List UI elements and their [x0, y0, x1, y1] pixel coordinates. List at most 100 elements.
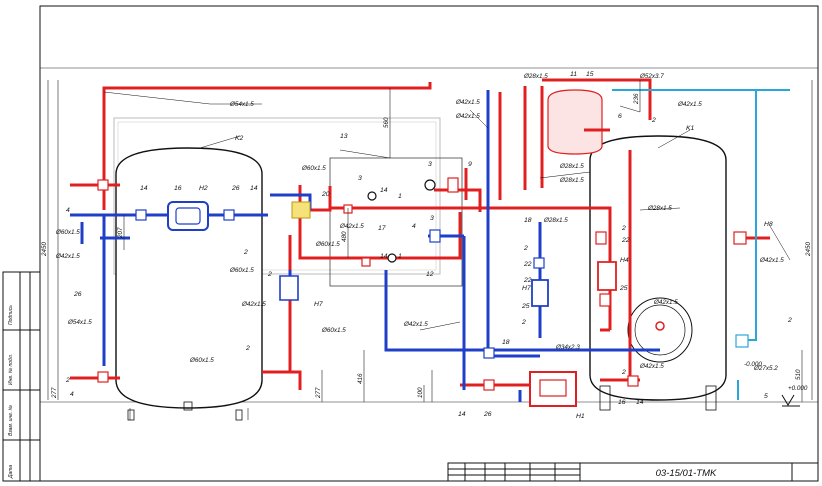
tank-k2: [115, 147, 263, 421]
dimension-text: 2450: [805, 241, 812, 257]
callout: 18: [502, 339, 510, 346]
callout: 22: [523, 261, 532, 268]
pump-h4: [597, 261, 617, 291]
tank-label: K1: [686, 125, 695, 132]
pipe-label: Ø28x1.5: [543, 217, 568, 224]
pump-h7: [279, 275, 549, 307]
pipe-label: Ø42x1.5: [403, 321, 428, 328]
elevation-label: +0.000: [788, 385, 808, 392]
pipe-label: Ø52x3.7: [639, 73, 664, 80]
drawing-code: 03-15/01-TMK: [656, 468, 717, 479]
dimension-text: 236: [633, 93, 640, 105]
leader-lines: [103, 91, 791, 331]
callout: 22: [621, 237, 630, 244]
side-label: Инв. № подл.: [8, 354, 14, 385]
side-label: Взам. инв. №: [8, 404, 14, 436]
dimension-text: 2450: [41, 241, 48, 257]
elevation-label-2: -0.000: [744, 361, 762, 368]
dimension-text: 510: [795, 369, 802, 380]
callout: 22: [523, 277, 532, 284]
callout: 2: [651, 117, 656, 124]
pipe-label: Ø60x1.5: [189, 357, 214, 364]
pump-h1: [529, 371, 577, 407]
callout: 3: [358, 175, 362, 182]
pipe-label: Ø28x1.5: [647, 205, 672, 212]
callout: 14: [380, 187, 388, 194]
pipe-label: Ø54x1.5: [67, 319, 92, 326]
callout: 25: [521, 303, 530, 310]
pipe-label: Ø42x1.5: [55, 253, 80, 260]
callout: 14: [250, 185, 258, 192]
callout: 2: [621, 369, 626, 376]
callout: 9: [468, 161, 472, 168]
callout: 20: [321, 191, 330, 198]
pipe-label: Ø42x1.5: [677, 101, 702, 108]
callout: 13: [340, 133, 348, 140]
callout: 2: [245, 345, 250, 352]
pipe-label: Ø42x1.5: [241, 301, 266, 308]
callout: 25: [619, 285, 628, 292]
pipe-label: Ø60x1.5: [301, 165, 326, 172]
expansion-vessel: [547, 89, 603, 155]
callout: 3: [428, 161, 432, 168]
callout: 26: [73, 291, 82, 298]
callout: 26: [483, 411, 492, 418]
callout: 1: [398, 193, 402, 200]
pipe-label: Ø60x1.5: [55, 229, 80, 236]
dimension-lines: 2450 207 277 560 480 2450 416 277 510 23…: [41, 80, 813, 402]
callout: 18: [524, 217, 532, 224]
callout: 26: [231, 185, 240, 192]
elevation-marks: +0.000 -0.000: [744, 361, 808, 407]
cold-pipes: [70, 90, 660, 402]
callout: 4: [66, 207, 70, 214]
equipment-label: H1: [576, 413, 585, 420]
equipment-label: H7: [522, 285, 531, 292]
callout: 16: [618, 399, 626, 406]
callout: 14: [140, 185, 148, 192]
callout: 2: [243, 249, 248, 256]
pipe-label: Ø42x1.5: [653, 299, 678, 306]
dimension-text: 416: [357, 373, 364, 384]
callout: 16: [174, 185, 182, 192]
callout: 2: [621, 225, 626, 232]
equipment-label: H4: [620, 257, 629, 264]
tank-label: K2: [235, 135, 244, 142]
strainer-yellow: [291, 201, 311, 219]
callout: 2: [65, 377, 70, 384]
dimension-text: 100: [417, 387, 424, 398]
callout: 2: [267, 271, 272, 278]
callout: 17: [378, 225, 386, 232]
equipment-label: H7: [314, 301, 323, 308]
callout: 11: [570, 71, 577, 78]
dimension-text: 277: [51, 387, 58, 399]
callout: 15: [586, 71, 594, 78]
callout: 6: [618, 113, 622, 120]
callout: 14: [458, 411, 466, 418]
callout: 4: [412, 223, 416, 230]
dimension-text: 277: [315, 387, 322, 399]
pipe-label: Ø60x1.5: [229, 267, 254, 274]
pipe-label: Ø54x1.5: [229, 101, 254, 108]
side-label: Дата: [8, 465, 14, 479]
tank-k1: [589, 135, 727, 411]
callout: 14: [636, 399, 644, 406]
dimension-text: 207: [117, 227, 124, 239]
pipe-label: Ø42x1.5: [339, 223, 364, 230]
callout: 5: [764, 393, 768, 400]
pipe-label: Ø42x1.5: [455, 113, 480, 120]
pipe-label: Ø42x1.5: [455, 99, 480, 106]
pipe-label: Ø28x1.5: [559, 163, 584, 170]
callout: 14: [380, 253, 388, 260]
callouts: 4 14 16 26 14 2 2 26 4 2 2 13 3 14 1 17 …: [65, 71, 792, 418]
side-label: Подпись: [8, 305, 14, 325]
pipe-label: Ø42x1.5: [759, 257, 784, 264]
side-stamp: Подпись Инв. № подл. Взам. инв. № Дата: [2, 271, 41, 482]
dimension-text: 560: [383, 117, 390, 128]
pipe-label: Ø60x1.5: [315, 241, 340, 248]
pipe-label: Ø42x1.5: [639, 363, 664, 370]
pipe-label: Ø34x2.3: [555, 344, 580, 351]
pipe-label: Ø28x1.5: [523, 73, 548, 80]
callout: 12: [426, 271, 434, 278]
callout: 2: [521, 319, 526, 326]
